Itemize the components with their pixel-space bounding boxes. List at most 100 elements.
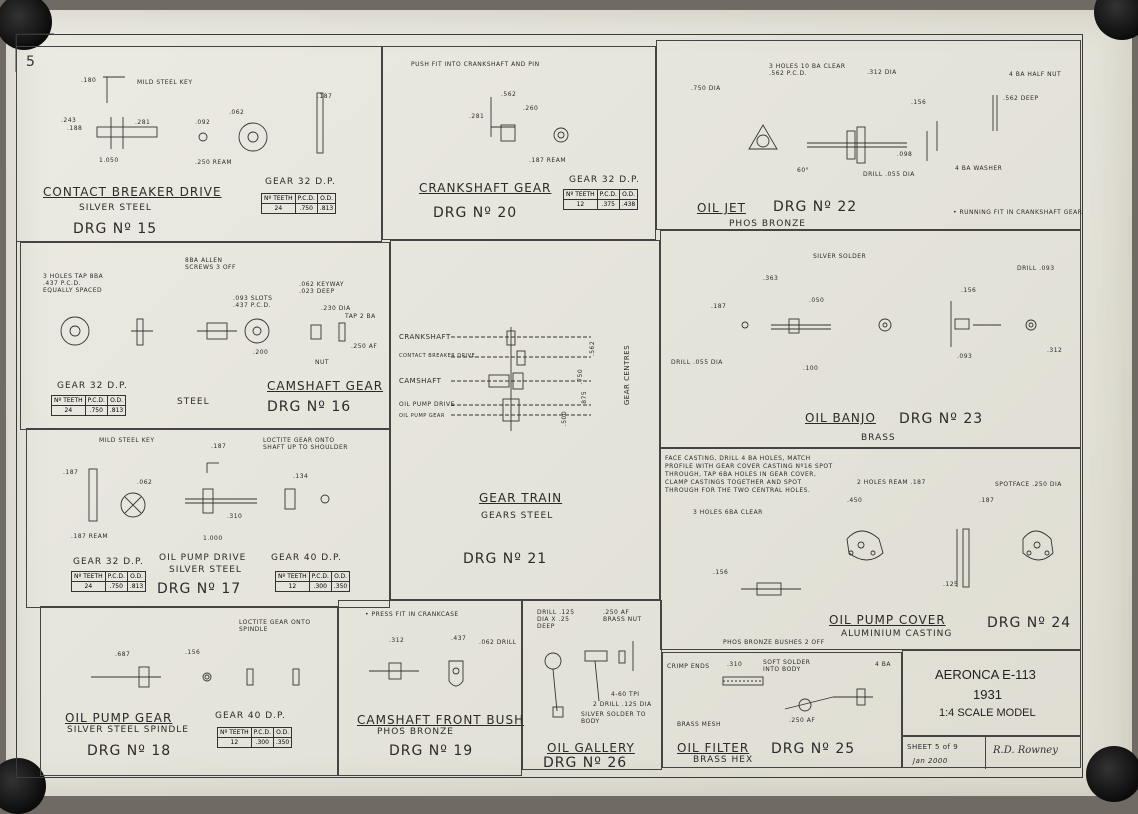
dim: .200 (253, 349, 269, 356)
note-drill: DRILL .125 DIA X .25 DEEP (537, 609, 575, 630)
part-drawing (60, 316, 346, 346)
note-drill2: 2 DRILL .125 DIA (593, 701, 652, 708)
panel-material: PHOS BRONZE (729, 219, 806, 229)
drg-number: DRG Nº 26 (543, 755, 628, 771)
panel-drg-23: SILVER SOLDER DRILL .093 DRILL .055 DIA … (660, 230, 1081, 448)
note-washer: 4 BA WASHER (955, 165, 1003, 172)
note-loctite: LOCTITE GEAR ONTO SPINDLE (239, 619, 311, 633)
dim: .187 (317, 93, 333, 100)
dim: .156 (713, 569, 729, 576)
title-block: AERONCA E-113 1931 1:4 SCALE MODEL (902, 650, 1081, 736)
panel-title: OIL PUMP COVER (829, 613, 946, 627)
panel-drg-21: CRANKSHAFT CONTACT BREAKER DRIVE CAMSHAF… (390, 240, 660, 600)
gear-train-drawing (451, 327, 591, 431)
panel-drg-20: PUSH FIT INTO CRANKSHAFT AND PIN .562 .2… (382, 46, 656, 240)
note-crimp: CRIMP ENDS (667, 663, 710, 670)
panel-drg-25: CRIMP ENDS SOFT SOLDER INTO BODY BRASS M… (662, 652, 902, 768)
dim: .062 DRILL (479, 639, 517, 646)
dim: .100 (803, 365, 819, 372)
dim: 1.050 (99, 157, 119, 164)
dim: 4 BA (875, 661, 891, 668)
dim: .230 DIA (321, 305, 351, 312)
model-year: 1931 (973, 687, 1002, 702)
dim: .062 (137, 479, 153, 486)
panel-drg-24: FACE CASTING, DRILL 4 BA HOLES, MATCH PR… (660, 448, 1081, 650)
note-mesh: BRASS MESH (677, 721, 721, 728)
dim: .281 (135, 119, 151, 126)
note-solder: SOFT SOLDER INTO BODY (763, 659, 811, 673)
dim: .093 (957, 353, 973, 360)
note-holes: 3 HOLES 10 BA CLEAR .562 P.C.D. (769, 63, 846, 77)
part-drawing (544, 641, 634, 718)
dim: .312 DIA (867, 69, 897, 76)
panel-drg-17: MILD STEEL KEY LOCTITE GEAR ONTO SHAFT U… (26, 428, 390, 608)
dim: .098 (897, 151, 913, 158)
drg-number: DRG Nº 23 (899, 411, 984, 427)
panel-title: GEAR TRAIN (479, 491, 563, 505)
panel-drg-19: • PRESS FIT IN CRANKCASE .312 .437 .062 … (338, 600, 523, 776)
drg-number: DRG Nº 19 (389, 743, 474, 759)
panel-material: STEEL (177, 397, 210, 407)
part-drawing (91, 666, 300, 688)
drawing-frame (16, 34, 1083, 778)
note-nut: 4 BA HALF NUT (1009, 71, 1062, 78)
part-drawing (88, 462, 330, 522)
drawing-sheet (6, 10, 1132, 796)
dim: .250 AF (351, 343, 378, 350)
panel-title: OIL FILTER (677, 741, 750, 755)
sheet-number: SHEET 5 of 9 (907, 743, 959, 751)
sheet-info-divider (985, 737, 986, 769)
binder-clip-bottom-right (1086, 746, 1138, 802)
dim: .310 (227, 513, 243, 520)
dim: DRILL .055 DIA (863, 171, 915, 178)
panel-material: ALUMINIUM CASTING (841, 629, 953, 639)
gear-train-label: CONTACT BREAKER DRIVE (399, 353, 476, 359)
drg-number: DRG Nº 24 (987, 615, 1072, 631)
panel-drg-26: DRILL .125 DIA X .25 DEEP .250 AF BRASS … (522, 600, 662, 771)
gear-train-label: OIL PUMP DRIVE (399, 401, 455, 408)
dim: .363 (763, 275, 779, 282)
dim: .250 REAM (195, 159, 233, 166)
note-nut: .250 AF BRASS NUT (603, 609, 642, 623)
part-drawing (96, 76, 324, 154)
dim: .562 (501, 91, 517, 98)
dim: .156 (961, 287, 977, 294)
panel-material: SILVER STEEL (169, 565, 242, 575)
panel-title: CRANKSHAFT GEAR (419, 181, 552, 195)
drg-number: DRG Nº 18 (87, 743, 172, 759)
corner-sheet-number: 5 (26, 54, 36, 70)
note-solder: SILVER SOLDER TO BODY (581, 711, 646, 725)
panel-material: SILVER STEEL (79, 203, 152, 213)
gear-train-label: OIL PUMP GEAR (399, 413, 445, 419)
note-slots: .093 SLOTS .437 P.C.D. (233, 295, 273, 309)
panel-title: OIL JET (697, 201, 746, 215)
note-keyway: .062 KEYWAY .023 DEEP (299, 281, 345, 295)
panel-drg-15: MILD STEEL KEY .180 .243 .188 .281 1.050… (16, 46, 382, 242)
sheet-info-block: SHEET 5 of 9 Jan 2000 R.D. Rowney (902, 736, 1081, 769)
note-screws: 8BA ALLEN SCREWS 3 OFF (185, 257, 236, 271)
part-drawing (741, 528, 1054, 596)
panel-material: BRASS (861, 433, 896, 443)
dim: .243 (61, 117, 77, 124)
note-key: MILD STEEL KEY (137, 79, 193, 86)
dim: .750 DIA (691, 85, 721, 92)
signature: R.D. Rowney (993, 745, 1058, 756)
dim: .450 (847, 497, 863, 504)
gear-centres-label: GEAR CENTRES (623, 344, 632, 406)
dim: .312 (389, 637, 405, 644)
note: • PRESS FIT IN CRANKCASE (365, 611, 459, 618)
dim: .180 (81, 77, 97, 84)
dim: .156 (911, 99, 927, 106)
note-spotface: SPOTFACE .250 DIA (995, 481, 1062, 488)
note-fit: • RUNNING FIT IN CRANKSHAFT GEAR (953, 209, 1083, 216)
gear-train-label: CAMSHAFT (399, 377, 442, 385)
panel-material: PHOS BRONZE (377, 727, 454, 737)
note: PUSH FIT INTO CRANKSHAFT AND PIN (411, 61, 540, 68)
gear-title: GEAR 32 D.P. (569, 175, 640, 185)
panel-material: BRASS HEX (693, 755, 754, 765)
binder-clip-top-left (0, 0, 52, 50)
dim: .187 (63, 469, 79, 476)
